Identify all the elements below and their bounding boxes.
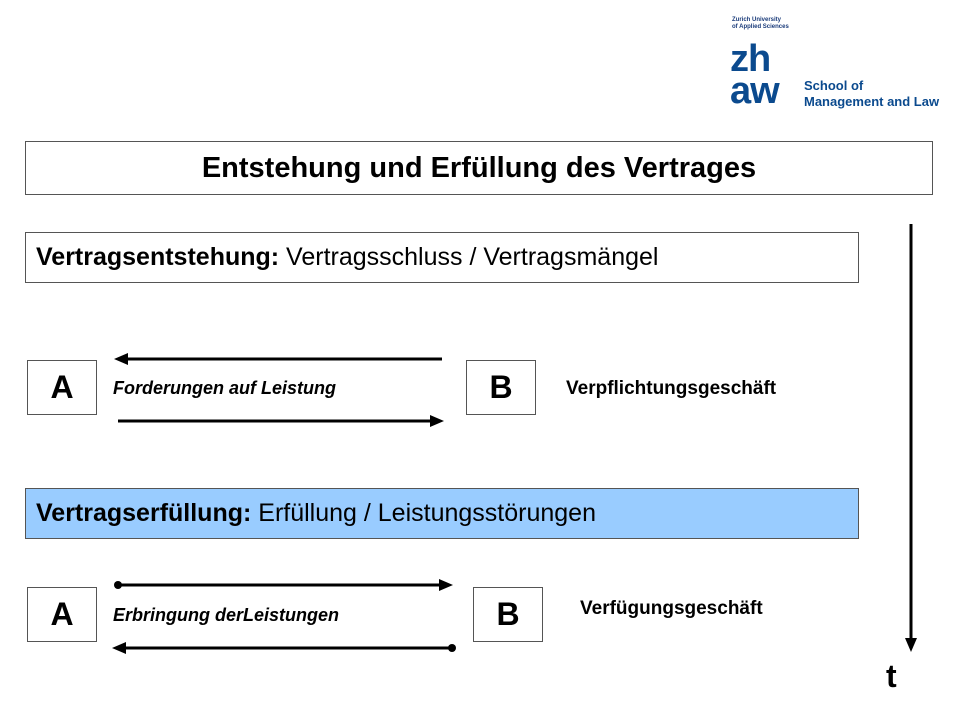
logo-school-line2: Management and Law <box>804 94 940 109</box>
arrow-left-erbringung <box>112 642 456 654</box>
party-a-verpflichtung: A <box>27 360 97 415</box>
logo-tagline-line1: Zurich University <box>732 17 782 23</box>
section-vertragsentstehung-heading: Vertragsentstehung: <box>36 243 280 271</box>
section-vertragsentstehung-text: Vertragsschluss / Vertragsmängel <box>279 243 659 271</box>
arrow-label-forderungen: Forderungen auf Leistung <box>113 378 336 398</box>
label-verpflichtungsgeschaeft: Verpflichtungsgeschäft <box>566 378 777 399</box>
arrow-right-erbringung <box>114 579 453 591</box>
party-b-verpflichtung: B <box>466 360 536 415</box>
section-vertragserfuellung-text: Erfüllung / Leistungsstörungen <box>251 499 596 527</box>
logo-mark-bottom: aw <box>730 70 780 112</box>
logo-school-name: School of Management and Law <box>804 78 939 110</box>
section-vertragserfuellung-heading: Vertragserfüllung: <box>36 499 252 527</box>
arrow-left-forderungen <box>114 353 442 365</box>
section-vertragsentstehung: Vertragsentstehung: Vertragsschluss / Ve… <box>25 232 859 283</box>
logo-tagline: Zurich University of Applied Sciences <box>732 17 789 31</box>
arrow-right-forderungen <box>118 415 444 427</box>
arrow-label-erbringung: Erbringung derLeistungen <box>113 605 340 625</box>
page-title: Entstehung und Erfüllung des Vertrages <box>25 141 933 195</box>
party-b-verfuegung: B <box>473 587 543 642</box>
page-title-text: Entstehung und Erfüllung des Vertrages <box>201 151 757 184</box>
section-vertragserfuellung: Vertragserfüllung: Erfüllung / Leistungs… <box>25 488 859 539</box>
logo-tagline-line2: of Applied Sciences <box>732 24 789 30</box>
label-verfuegungsgeschaeft: Verfügungsgeschäft <box>580 598 763 619</box>
logo-mark-top: zh <box>730 38 771 80</box>
party-a-verfuegung: A <box>27 587 97 642</box>
logo-school-line1: School of <box>804 78 864 93</box>
time-axis-label: t <box>886 658 897 694</box>
time-axis-arrow <box>905 224 917 652</box>
